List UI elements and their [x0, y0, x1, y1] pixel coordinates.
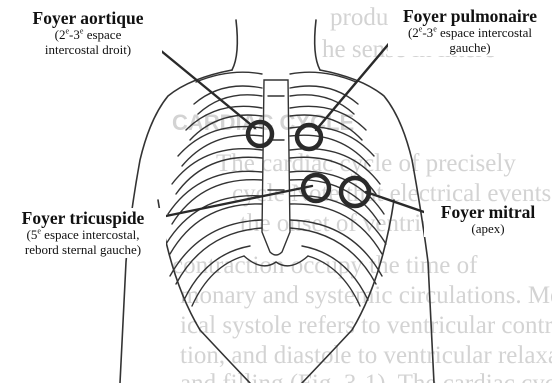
aortic-focus-ring [248, 122, 272, 146]
tricuspid-focus-location: (5e espace intercostal, [0, 228, 166, 243]
mitral-focus-location: (apex) [424, 222, 552, 237]
pulmonary-focus-title: Foyer pulmonaire [388, 6, 552, 26]
mitral-focus-label: Foyer mitral (apex) [424, 202, 552, 237]
pulmonary-focus-label: Foyer pulmonaire (2e-3e espace intercost… [388, 6, 552, 56]
aortic-focus-location: (2e-3e espace [14, 28, 162, 43]
pulmonary-pointer [316, 40, 392, 130]
mitral-focus-title: Foyer mitral [424, 202, 552, 222]
body-outline [120, 20, 434, 383]
pulmonary-focus-ring [297, 125, 321, 149]
pulmonary-focus-location: (2e-3e espace intercostal [388, 26, 552, 41]
tricuspid-focus-title: Foyer tricuspide [0, 208, 166, 228]
aortic-focus-title: Foyer aortique [14, 8, 162, 28]
rib-cage [166, 72, 386, 306]
pulmonary-focus-location-2: gauche) [388, 41, 552, 56]
aortic-focus-location-2: intercostal droit) [14, 43, 162, 58]
aortic-pointer [160, 50, 255, 128]
tricuspid-focus-label: Foyer tricuspide (5e espace intercostal,… [0, 208, 166, 258]
aortic-focus-label: Foyer aortique (2e-3e espace intercostal… [14, 8, 162, 58]
tricuspid-focus-location-2: rebord sternal gauche) [0, 243, 166, 258]
